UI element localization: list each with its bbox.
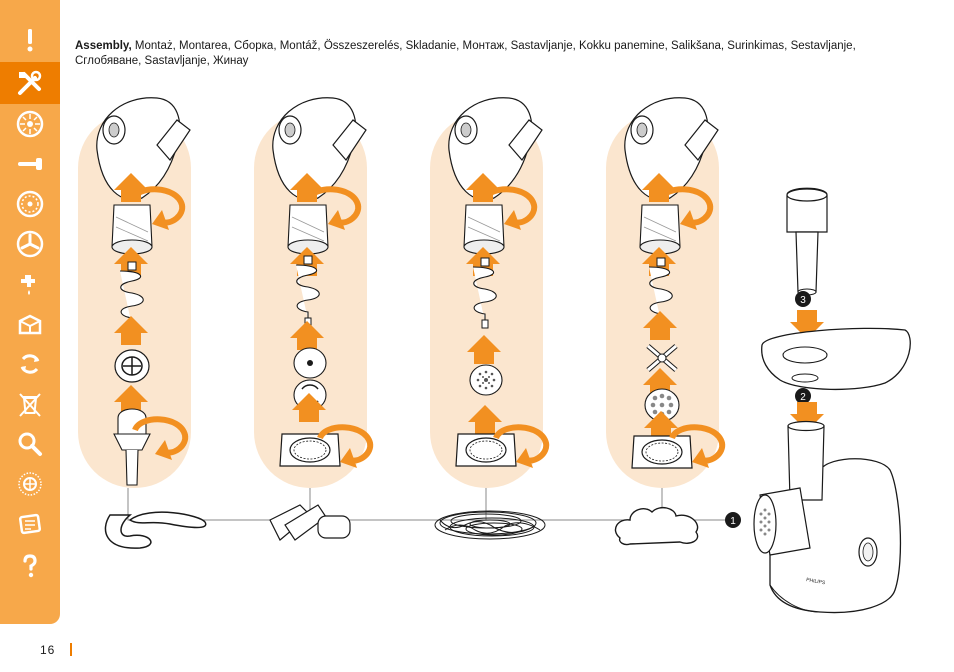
magnifier-icon xyxy=(18,432,42,456)
help-icon xyxy=(23,554,37,578)
spaghetti-mince-result xyxy=(434,510,546,540)
page-number: 16 xyxy=(40,643,56,657)
section-title-translations: Montaż, Montarea, Сборка, Montáž, Összes… xyxy=(75,40,856,67)
fine-mince-result xyxy=(614,506,699,546)
crossed-bin-icon xyxy=(19,393,41,417)
pusher-icon xyxy=(18,158,42,170)
tab-pusher[interactable] xyxy=(0,144,60,184)
svg-text:PHILIPS: PHILIPS xyxy=(806,577,827,586)
svg-text:1: 1 xyxy=(730,516,736,527)
kebbe-result xyxy=(269,504,351,541)
storage-box-icon xyxy=(18,314,42,335)
tab-knife[interactable] xyxy=(0,224,60,264)
column-sausage xyxy=(96,97,191,486)
warning-icon xyxy=(27,29,33,52)
tab-disposal[interactable] xyxy=(0,384,60,424)
tools-icon xyxy=(18,70,42,95)
tab-cleaning[interactable] xyxy=(0,264,60,304)
tab-grater-disc[interactable] xyxy=(0,104,60,144)
food-tray-part xyxy=(761,327,911,391)
sidebar xyxy=(0,0,60,624)
section-header: Assembly, Montaż, Montarea, Сборка, Mont… xyxy=(75,39,875,69)
step-badge-3: 3 xyxy=(795,291,811,307)
section-title: Assembly, xyxy=(75,40,132,52)
mincer-outlet xyxy=(753,487,811,556)
recipe-icon xyxy=(18,513,42,535)
pusher-part xyxy=(786,187,828,296)
tab-troubleshooting[interactable] xyxy=(0,424,60,464)
tab-recipes[interactable] xyxy=(0,504,60,544)
tab-assembly[interactable] xyxy=(0,62,60,104)
step-badge-1: 1 xyxy=(725,512,741,528)
tab-fine-disc[interactable] xyxy=(0,184,60,224)
faucet-icon xyxy=(21,275,35,295)
svg-text:2: 2 xyxy=(800,392,806,403)
tab-service[interactable] xyxy=(0,464,60,504)
svg-text:3: 3 xyxy=(800,295,806,306)
column-kebbe xyxy=(272,97,370,468)
knife-disc-icon xyxy=(16,230,44,258)
column-fine-mince xyxy=(624,97,722,468)
disc-grater-icon xyxy=(16,110,44,138)
recycle-icon xyxy=(20,354,40,374)
tab-safety[interactable] xyxy=(0,20,60,60)
globe-icon xyxy=(18,472,42,496)
tab-help[interactable] xyxy=(0,546,60,586)
tab-storage[interactable] xyxy=(0,304,60,344)
fine-disc-icon xyxy=(16,190,44,218)
step-badge-2: 2 xyxy=(795,388,811,404)
tab-recycle[interactable] xyxy=(0,344,60,384)
sausage-result xyxy=(104,511,207,549)
folio-separator xyxy=(70,643,72,656)
feed-tube xyxy=(787,420,825,501)
